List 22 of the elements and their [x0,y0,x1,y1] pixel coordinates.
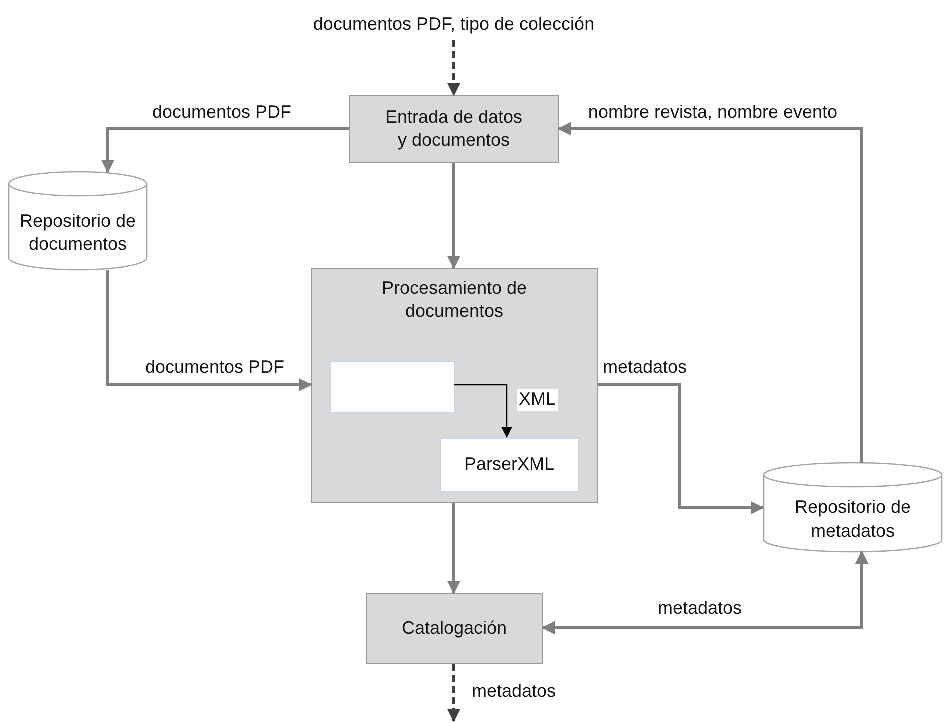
arrow [447,163,461,270]
process-box [440,438,579,492]
arrow [558,122,864,463]
node-label: ParserXML [464,453,555,476]
node-label: Repositorio de metadatos [794,496,912,542]
arrow [447,503,461,594]
process-box [311,268,598,503]
node-label: Catalogación [402,616,508,640]
arrow [598,384,764,515]
arrow [101,128,349,174]
process-box [330,361,455,413]
node-label: Entrada de datos y documentos [384,106,524,152]
arrow [447,664,461,722]
arrow [106,270,312,392]
arrow [454,384,512,438]
arrow [447,40,461,96]
edge-label: XML [517,389,558,411]
arrow [542,550,869,635]
process-box [349,95,559,163]
node-label: Repositorio de documentos [18,210,138,256]
node-label: Procesamiento de documentos [380,277,528,324]
process-box [366,593,543,664]
